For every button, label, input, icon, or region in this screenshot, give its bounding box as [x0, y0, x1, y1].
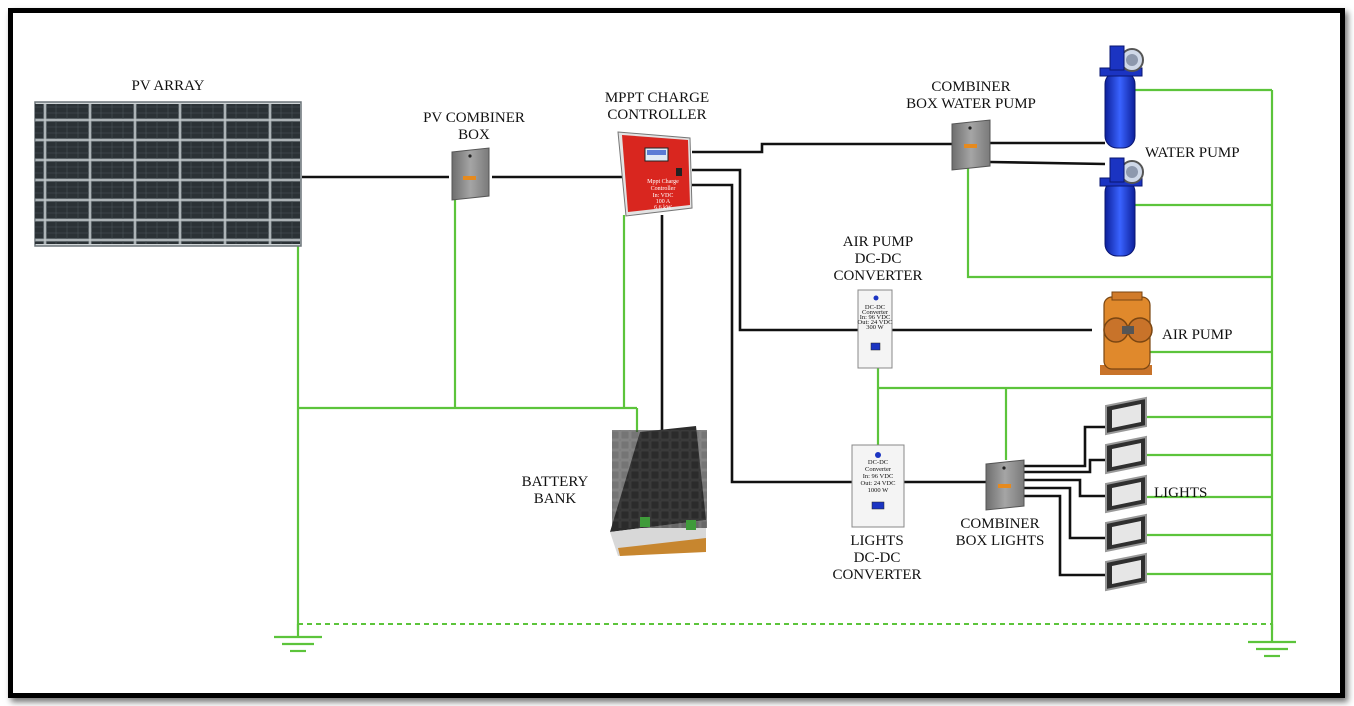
pv-combiner-box: PV COMBINER BOX [423, 110, 525, 201]
mppt-text-2: Controller [651, 186, 676, 192]
cbl-label-2: BOX LIGHTS [956, 533, 1045, 549]
pv-combiner-label-2: BOX [458, 127, 490, 143]
pv-array: PV ARRAY [34, 78, 302, 247]
flood-light-3 [1105, 474, 1147, 514]
mppt-charge-controller: Mppt Charge Controller In: VDC 100 A 6.6… [605, 90, 709, 217]
pv-array-label: PV ARRAY [132, 78, 205, 94]
mppt-text-3: In: VDC [653, 193, 674, 199]
air-pump-label: AIR PUMP [1162, 327, 1232, 343]
pv-combiner-label-1: PV COMBINER [423, 110, 525, 126]
lights-dc-dc-converter: DC-DC Converter In: 96 VDC Out: 24 VDC 1… [832, 444, 922, 583]
apdc-label-2: DC-DC [855, 251, 902, 267]
power-wiring [302, 141, 1110, 577]
flood-light-5 [1105, 552, 1147, 592]
apdc-text-5: 300 W [866, 324, 884, 331]
combiner-box-lights: COMBINER BOX LIGHTS [956, 459, 1045, 549]
cbl-label-1: COMBINER [960, 516, 1039, 532]
flood-light-1 [1105, 396, 1147, 436]
apdc-text-2: Converter [862, 309, 889, 316]
water-pump-lower [1099, 157, 1144, 257]
ldc-text-2: Converter [865, 466, 892, 473]
battery-label-1: BATTERY [522, 474, 589, 490]
apdc-label-1: AIR PUMP [843, 234, 913, 250]
mppt-text-5: 6.6 kW [654, 205, 672, 211]
ldc-label-3: CONVERTER [832, 567, 921, 583]
mppt-label-1: MPPT CHARGE [605, 90, 709, 106]
apdc-text-3: In: 96 VDC [860, 314, 891, 321]
flood-light-2 [1105, 435, 1147, 475]
ldc-text-1: DC-DC [868, 459, 888, 466]
battery-bank: BATTERY BANK [522, 426, 707, 556]
ldc-text-3: In: 96 VDC [863, 473, 894, 480]
ldc-text-4: Out: 24 VDC [861, 480, 896, 487]
ldc-label-1: LIGHTS [850, 533, 903, 549]
apdc-text-1: DC-DC [865, 304, 885, 311]
water-pump-upper [1099, 45, 1144, 149]
ldc-label-2: DC-DC [854, 550, 901, 566]
air-pump-dc-dc-converter: DC-DC Converter In: 96 VDC Out: 24 VDC 3… [833, 234, 923, 369]
mppt-text-1: Mppt Charge [647, 179, 679, 185]
cbwp-label-1: COMBINER [931, 79, 1010, 95]
flood-light-4 [1105, 513, 1147, 553]
ldc-text-5: 1000 W [868, 487, 890, 494]
battery-label-2: BANK [534, 491, 577, 507]
apdc-text-4: Out: 24 VDC [858, 319, 893, 326]
mppt-text-4: 100 A [656, 199, 671, 205]
air-pump: AIR PUMP [1100, 291, 1232, 375]
water-pump-label: WATER PUMP [1145, 145, 1240, 161]
ground-wiring [296, 88, 1274, 630]
mppt-label-2: CONTROLLER [607, 107, 706, 123]
apdc-label-3: CONVERTER [833, 268, 922, 284]
combiner-box-water-pump: COMBINER BOX WATER PUMP [906, 79, 1036, 171]
ground-symbol-left-icon [274, 624, 322, 653]
cbwp-label-2: BOX WATER PUMP [906, 96, 1036, 112]
lights-label: LIGHTS [1154, 485, 1207, 501]
ground-symbol-right-icon [1248, 624, 1296, 658]
